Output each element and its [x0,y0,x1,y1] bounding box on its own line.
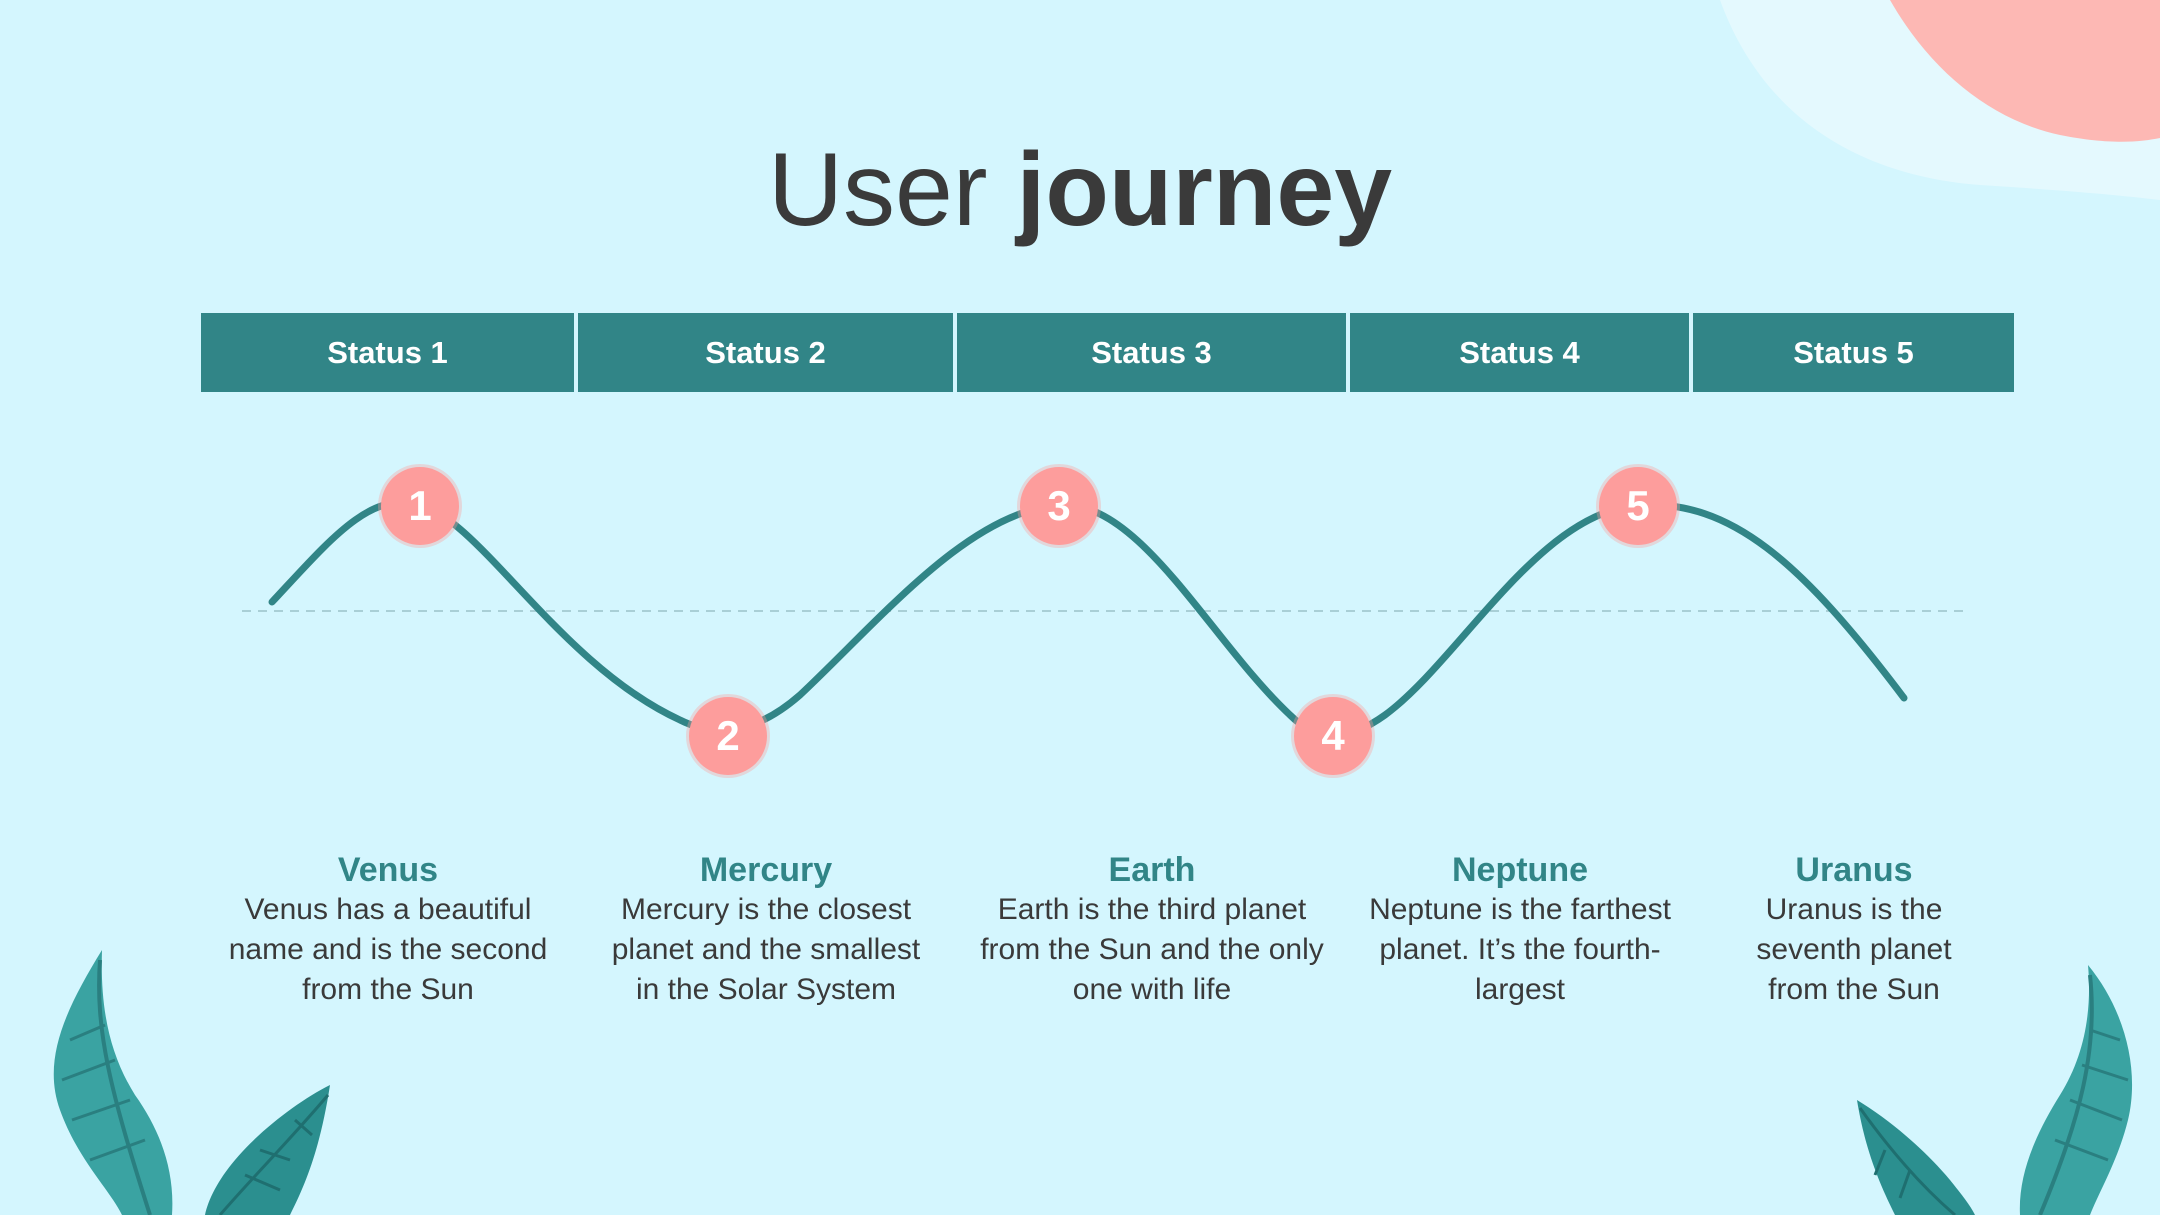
status-header-4: Status 4 [1350,313,1689,392]
status-header-row: Status 1 Status 2 Status 3 Status 4 Stat… [0,313,2160,392]
page-title: User journey [0,130,2160,250]
step-name: Venus [337,851,439,889]
step-description-4: Neptune Neptune is the farthest planet. … [1369,850,1671,1010]
step-marker-2: 2 [689,697,767,775]
leaf-right-small-icon [1857,1100,1975,1215]
step-text: Earth is the third planet from the Sun a… [980,893,1324,1006]
status-header-2: Status 2 [578,313,953,392]
coral-blob-shape [1890,0,2160,142]
step-name: Neptune [1452,851,1588,889]
status-header-1: Status 1 [201,313,574,392]
step-description-2: Mercury Mercury is the closest planet an… [596,850,936,1010]
leaf-left-small-icon [205,1085,330,1215]
step-name: Mercury [699,851,833,889]
step-text: Neptune is the farthest planet. It’s the… [1369,893,1671,1006]
step-text: Uranus is the seventh planet from the Su… [1756,893,1952,1006]
step-name: Uranus [1795,851,1913,889]
leaf-right-icon [2019,965,2133,1215]
step-name: Earth [1108,851,1196,889]
status-header-3: Status 3 [957,313,1346,392]
leaf-left-icon [53,950,173,1215]
step-marker-5: 5 [1599,467,1677,545]
status-header-5: Status 5 [1693,313,2014,392]
step-description-5: Uranus Uranus is the seventh planet from… [1723,850,1985,1010]
title-regular: User [767,132,988,248]
step-marker-1: 1 [381,467,459,545]
step-description-3: Earth Earth is the third planet from the… [976,850,1328,1010]
step-text: Mercury is the closest planet and the sm… [611,893,921,1006]
step-text: Venus has a beautiful name and is the se… [228,893,548,1006]
step-description-1: Venus Venus has a beautiful name and is … [218,850,558,1010]
step-marker-4: 4 [1294,697,1372,775]
step-marker-3: 3 [1020,467,1098,545]
title-bold: journey [1016,132,1393,248]
